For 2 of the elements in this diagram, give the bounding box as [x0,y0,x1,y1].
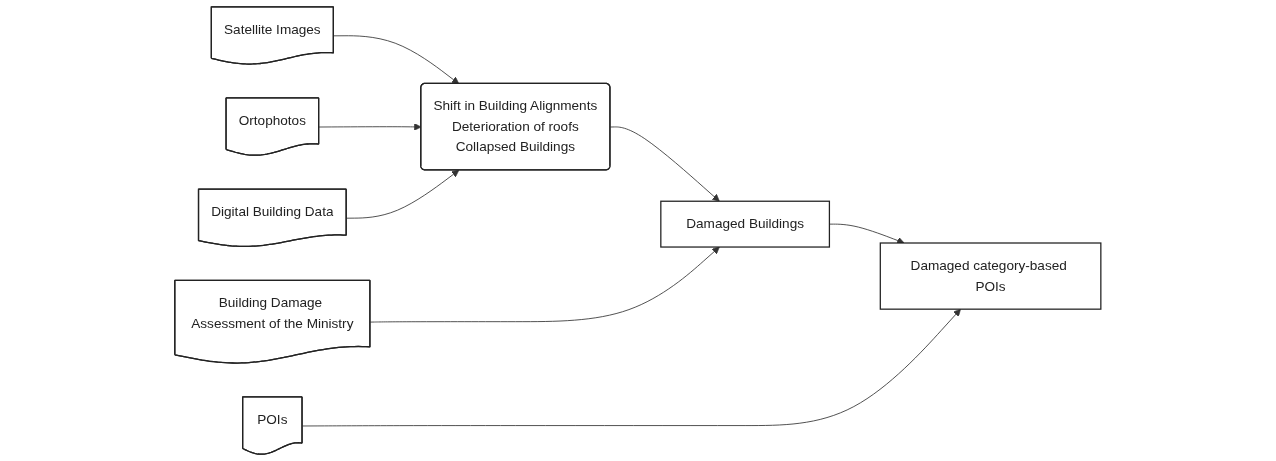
node-box: Damaged category-based POIs [879,242,1102,310]
node-box: Damaged Buildings [660,200,831,248]
